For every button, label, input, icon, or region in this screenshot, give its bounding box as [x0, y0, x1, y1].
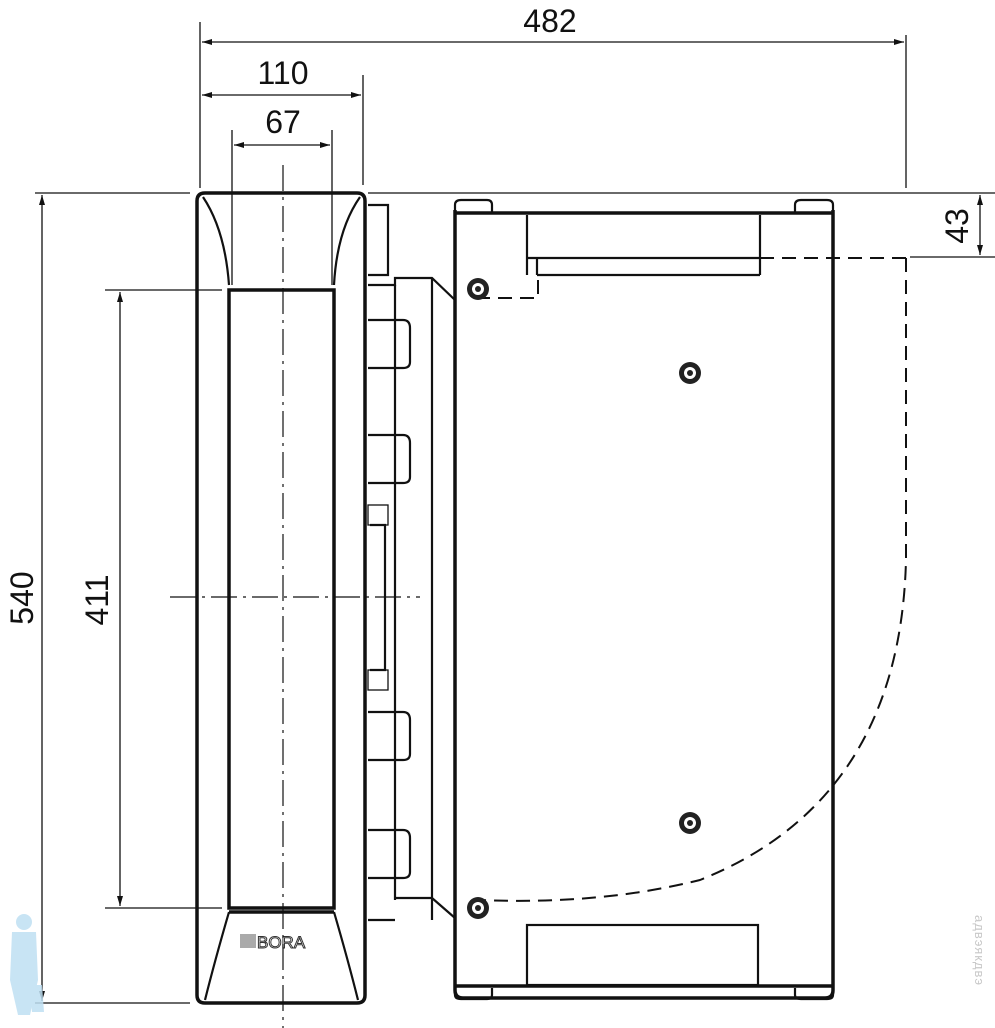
dimension-482: 482	[202, 3, 904, 45]
dimension-43: 43	[939, 195, 983, 255]
bolt-icon	[467, 278, 489, 300]
svg-text:BORA: BORA	[257, 933, 306, 952]
plumber-mascot-icon	[10, 914, 44, 1015]
dimension-110: 110	[202, 55, 361, 98]
bolt-icon	[679, 362, 701, 384]
bora-logo: BORA	[240, 933, 306, 953]
svg-text:411: 411	[79, 574, 115, 625]
extension-lines	[35, 22, 995, 1004]
watermark: адвэякдвэ	[972, 915, 987, 987]
front-panel	[195, 191, 367, 1005]
svg-text:110: 110	[257, 55, 308, 91]
dimension-411: 411	[79, 292, 123, 906]
bolt-icon	[679, 812, 701, 834]
dimension-67: 67	[234, 104, 330, 148]
dimension-540: 540	[4, 195, 45, 1001]
svg-text:67: 67	[265, 104, 301, 140]
svg-text:482: 482	[523, 3, 576, 39]
mounting-bracket	[367, 203, 456, 922]
svg-text:43: 43	[939, 208, 975, 244]
fan-housing	[453, 198, 907, 1001]
svg-text:540: 540	[4, 571, 40, 624]
bolt-icon	[467, 897, 489, 919]
